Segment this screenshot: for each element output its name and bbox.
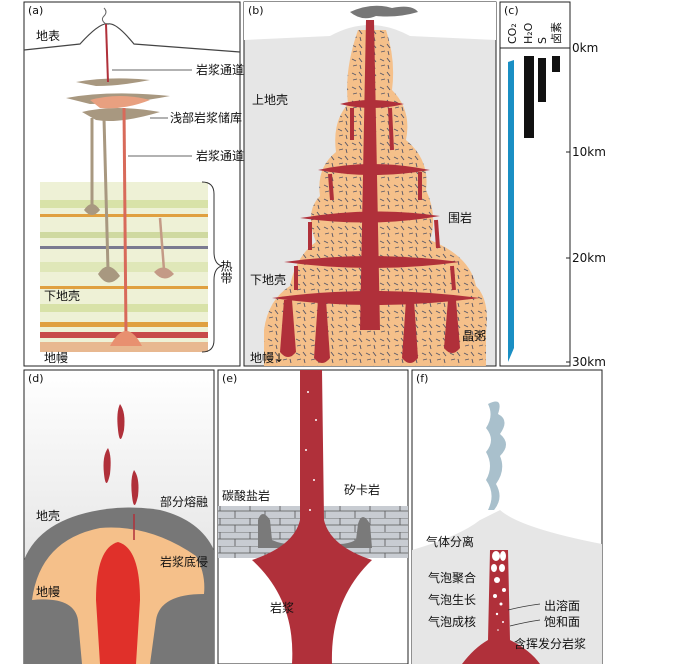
label-volatile-magma: 含挥发分岩浆 <box>514 636 586 651</box>
hot-zone-bracket <box>201 181 223 353</box>
label-skarn: 矽卡岩 <box>344 482 380 497</box>
label-lower-crust-a: 下地壳 <box>44 289 80 303</box>
panel-b-tag: (b) <box>248 4 264 17</box>
depth-ticks <box>566 47 570 363</box>
label-lower-crust-b: 下地壳 <box>250 273 286 287</box>
panel-c: (c) CO₂ H₂O S 卤素 0km 10km 20km 30km <box>499 1 606 369</box>
shallow-reservoir-hot <box>90 96 150 109</box>
blob-3 <box>154 267 174 279</box>
blob-1 <box>84 204 100 215</box>
label-mush: 晶粥 <box>462 329 486 343</box>
label-conduit-mid: 岩浆通道 <box>196 148 244 163</box>
panel-d: (d) 地壳 部分熔融 岩浆底侵 地幔 <box>23 369 215 664</box>
depth-30: 30km <box>572 355 606 369</box>
label-mantle-d: 地幔 <box>36 584 60 599</box>
base-pillars <box>280 300 460 363</box>
diapir-2 <box>103 448 111 483</box>
bar-halogen <box>552 56 560 72</box>
label-exsolution: 出溶面 <box>544 598 580 613</box>
bar-h2o <box>524 56 534 138</box>
species-h2o: H₂O <box>522 22 535 44</box>
bar-s <box>538 58 546 102</box>
label-coalescence: 气泡聚合 <box>428 570 476 585</box>
label-upper-crust: 上地壳 <box>252 93 288 107</box>
depth-20: 20km <box>572 251 606 265</box>
plume-wisp <box>101 7 107 25</box>
gas-plume <box>486 401 506 510</box>
panel-a-tag: (a) <box>28 4 43 17</box>
panel-b: (b) 上地壳 下地壳 围岩 晶粥 地幔↓ <box>243 1 497 367</box>
label-crust-d: 地壳 <box>36 509 60 523</box>
species-s: S <box>536 37 549 44</box>
ash-plume <box>350 5 418 19</box>
leader-exsolution <box>507 603 541 611</box>
label-partial-melt: 部分熔融 <box>160 494 208 509</box>
magma-bubbles-e <box>305 391 317 511</box>
panel-e: (e) 碳酸盐岩 矽卡岩 岩浆 <box>217 369 409 664</box>
blob-2 <box>98 266 120 283</box>
label-magma: 岩浆 <box>270 600 294 615</box>
panel-a: (a) 地表 岩浆通道 浅部岩浆储库 岩浆通道 热带 下地壳 地幔 <box>23 1 244 367</box>
label-country-rock: 围岩 <box>448 210 472 225</box>
label-shallow-reservoir: 浅部岩浆储库 <box>170 110 242 125</box>
species-halogen: 卤素 <box>550 22 563 44</box>
conduit-tan-2 <box>102 117 110 271</box>
label-surface: 地表 <box>36 29 60 43</box>
diapir-1 <box>117 404 125 439</box>
panel-f-tag: (f) <box>416 372 428 385</box>
magma-conduit-e <box>252 370 372 664</box>
leader-saturation <box>509 619 541 627</box>
label-mantle-b: 地幔↓ <box>250 350 284 365</box>
panel-c-tag: (c) <box>504 4 519 17</box>
panel-d-tag: (d) <box>28 372 44 385</box>
magma-core <box>96 542 140 664</box>
label-carbonate: 碳酸盐岩 <box>222 488 270 503</box>
conduit-tan-3 <box>158 217 166 271</box>
diapir-3 <box>131 470 139 505</box>
panel-f: (f) 气体分离 气泡聚合 气泡生长 气泡成核 出溶面 饱和面 含挥发分岩浆 <box>411 369 603 664</box>
surface-line <box>23 23 241 53</box>
label-gas-separation: 气体分离 <box>426 534 474 549</box>
conduit-upper <box>105 23 109 83</box>
central-dike <box>360 20 380 330</box>
label-conduit-top: 岩浆通道 <box>196 62 244 77</box>
bar-co2 <box>508 60 514 362</box>
blob-base <box>110 331 142 346</box>
label-underplating: 岩浆底侵 <box>160 554 208 569</box>
panel-e-tag: (e) <box>222 372 237 385</box>
label-hot-zone: 热带 <box>219 260 233 284</box>
species-co2: CO₂ <box>506 23 519 44</box>
label-saturation: 饱和面 <box>544 614 580 629</box>
bubbles-f <box>491 551 506 631</box>
conduit-main <box>122 107 128 337</box>
depth-10: 10km <box>572 145 606 159</box>
depth-0: 0km <box>572 41 598 55</box>
label-mantle-a: 地幔 <box>44 350 68 365</box>
magma-conduit-f <box>462 550 540 664</box>
label-nucleation: 气泡成核 <box>428 614 476 629</box>
sill-feeders <box>294 107 456 291</box>
label-growth: 气泡生长 <box>428 592 476 607</box>
